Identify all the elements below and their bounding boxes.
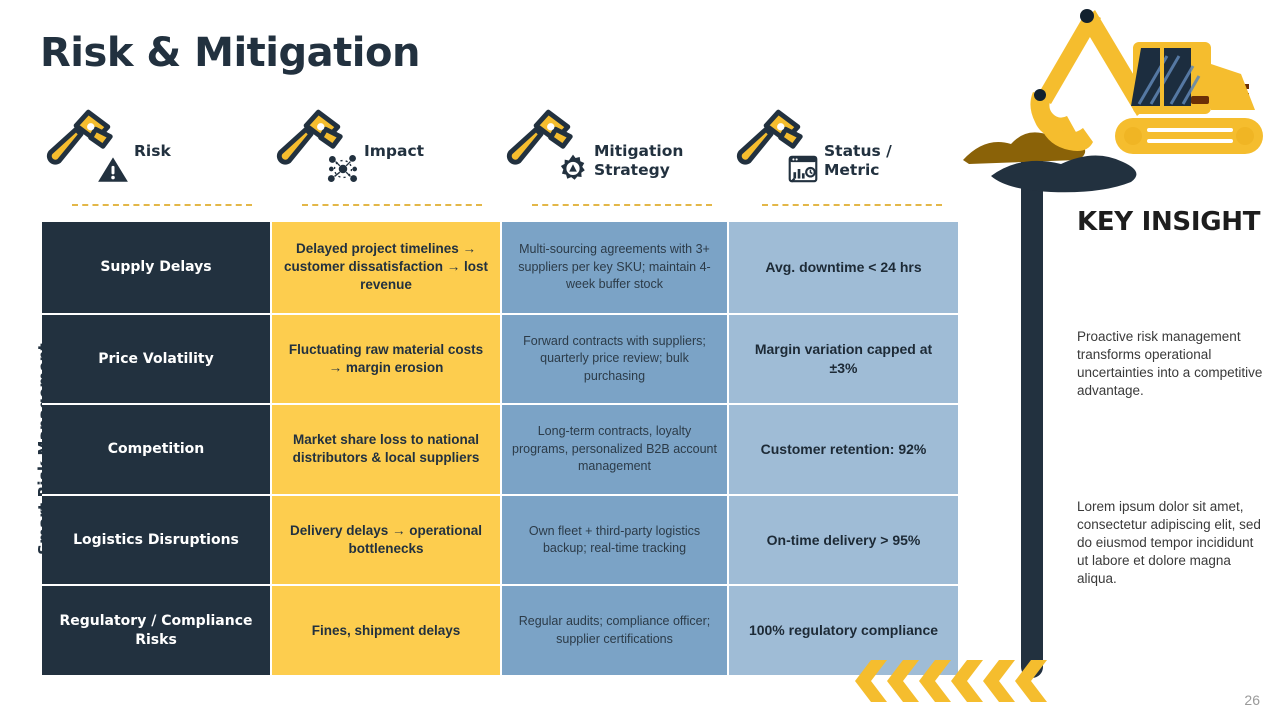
hammer-icon xyxy=(736,109,803,165)
cell-impact: Fluctuating raw material costs → margin … xyxy=(270,312,500,404)
cell-status: Margin variation capped at ±3% xyxy=(727,312,958,404)
cell-mitigation: Forward contracts with suppliers; quarte… xyxy=(500,312,727,404)
column-header-risk: Risk xyxy=(42,100,270,210)
header-underline-impact xyxy=(302,204,482,206)
column-header-status-label: Status / Metric xyxy=(824,142,956,181)
column-headers: Risk xyxy=(42,100,958,210)
cell-impact: Market share loss to national distributo… xyxy=(270,403,500,494)
cell-status: Customer retention: 92% xyxy=(727,403,958,494)
cell-impact: Delivery delays → operational bottleneck… xyxy=(270,493,500,585)
key-insight-body: Proactive risk management transforms ope… xyxy=(1077,329,1263,398)
chevron-left-icons xyxy=(855,660,1047,702)
network-nodes-icon xyxy=(327,154,358,182)
cell-risk: Price Volatility xyxy=(42,312,270,404)
risk-mitigation-table: Supply Delays Delayed project timelines … xyxy=(42,222,958,675)
cell-mitigation: Multi-sourcing agreements with 3+ suppli… xyxy=(500,222,727,313)
status-label-line2: Metric xyxy=(824,161,880,180)
cell-mitigation: Regular audits; compliance officer; supp… xyxy=(500,584,727,675)
drill-pillar-shape xyxy=(1021,160,1043,678)
dashboard-chart-icon xyxy=(788,155,818,183)
mitigation-label-line2: Strategy xyxy=(594,161,670,180)
excavator-icon xyxy=(963,9,1263,193)
gear-warning-icon xyxy=(560,154,585,180)
page-title: Risk & Mitigation xyxy=(40,30,420,76)
status-label-line1: Status / xyxy=(824,142,892,160)
hammer-icon xyxy=(506,109,573,165)
table-row: Supply Delays Delayed project timelines … xyxy=(42,222,958,313)
cell-status: 100% regulatory compliance xyxy=(727,584,958,675)
table-row: Price Volatility Fluctuating raw materia… xyxy=(42,312,958,404)
table-row: Logistics Disruptions Delivery delays → … xyxy=(42,493,958,585)
column-header-mitigation-label: Mitigation Strategy xyxy=(594,142,726,181)
column-header-impact-label: Impact xyxy=(364,142,425,160)
key-insight-title: KEY INSIGHT xyxy=(1077,207,1261,237)
page-number: 26 xyxy=(1244,692,1260,708)
cell-risk: Logistics Disruptions xyxy=(42,493,270,585)
cell-risk: Supply Delays xyxy=(42,222,270,313)
cell-mitigation: Long-term contracts, loyalty programs, p… xyxy=(500,403,727,494)
mitigation-label-line1: Mitigation xyxy=(594,142,684,160)
table-row: Regulatory / Compliance Risks Fines, shi… xyxy=(42,584,958,675)
header-underline-status xyxy=(762,204,942,206)
cell-status: Avg. downtime < 24 hrs xyxy=(727,222,958,313)
table-row: Competition Market share loss to nationa… xyxy=(42,403,958,494)
column-header-status: Status / Metric xyxy=(732,100,960,210)
hammer-icon xyxy=(276,109,343,165)
cell-impact: Delayed project timelines → customer dis… xyxy=(270,222,500,313)
warning-triangle-icon xyxy=(98,157,128,182)
key-insight-lorem: Lorem ipsum dolor sit amet, consectetur … xyxy=(1077,499,1261,586)
header-underline-mitigation xyxy=(532,204,712,206)
column-header-impact: Impact xyxy=(272,100,500,210)
cell-impact: Fines, shipment delays xyxy=(270,584,500,675)
column-header-mitigation: Mitigation Strategy xyxy=(502,100,730,210)
hammer-icon xyxy=(46,109,113,165)
cell-status: On-time delivery > 95% xyxy=(727,493,958,585)
cell-risk: Regulatory / Compliance Risks xyxy=(42,584,270,675)
header-underline-risk xyxy=(72,204,252,206)
cell-risk: Competition xyxy=(42,403,270,494)
cell-mitigation: Own fleet + third-party logistics backup… xyxy=(500,493,727,585)
column-header-risk-label: Risk xyxy=(134,142,171,160)
